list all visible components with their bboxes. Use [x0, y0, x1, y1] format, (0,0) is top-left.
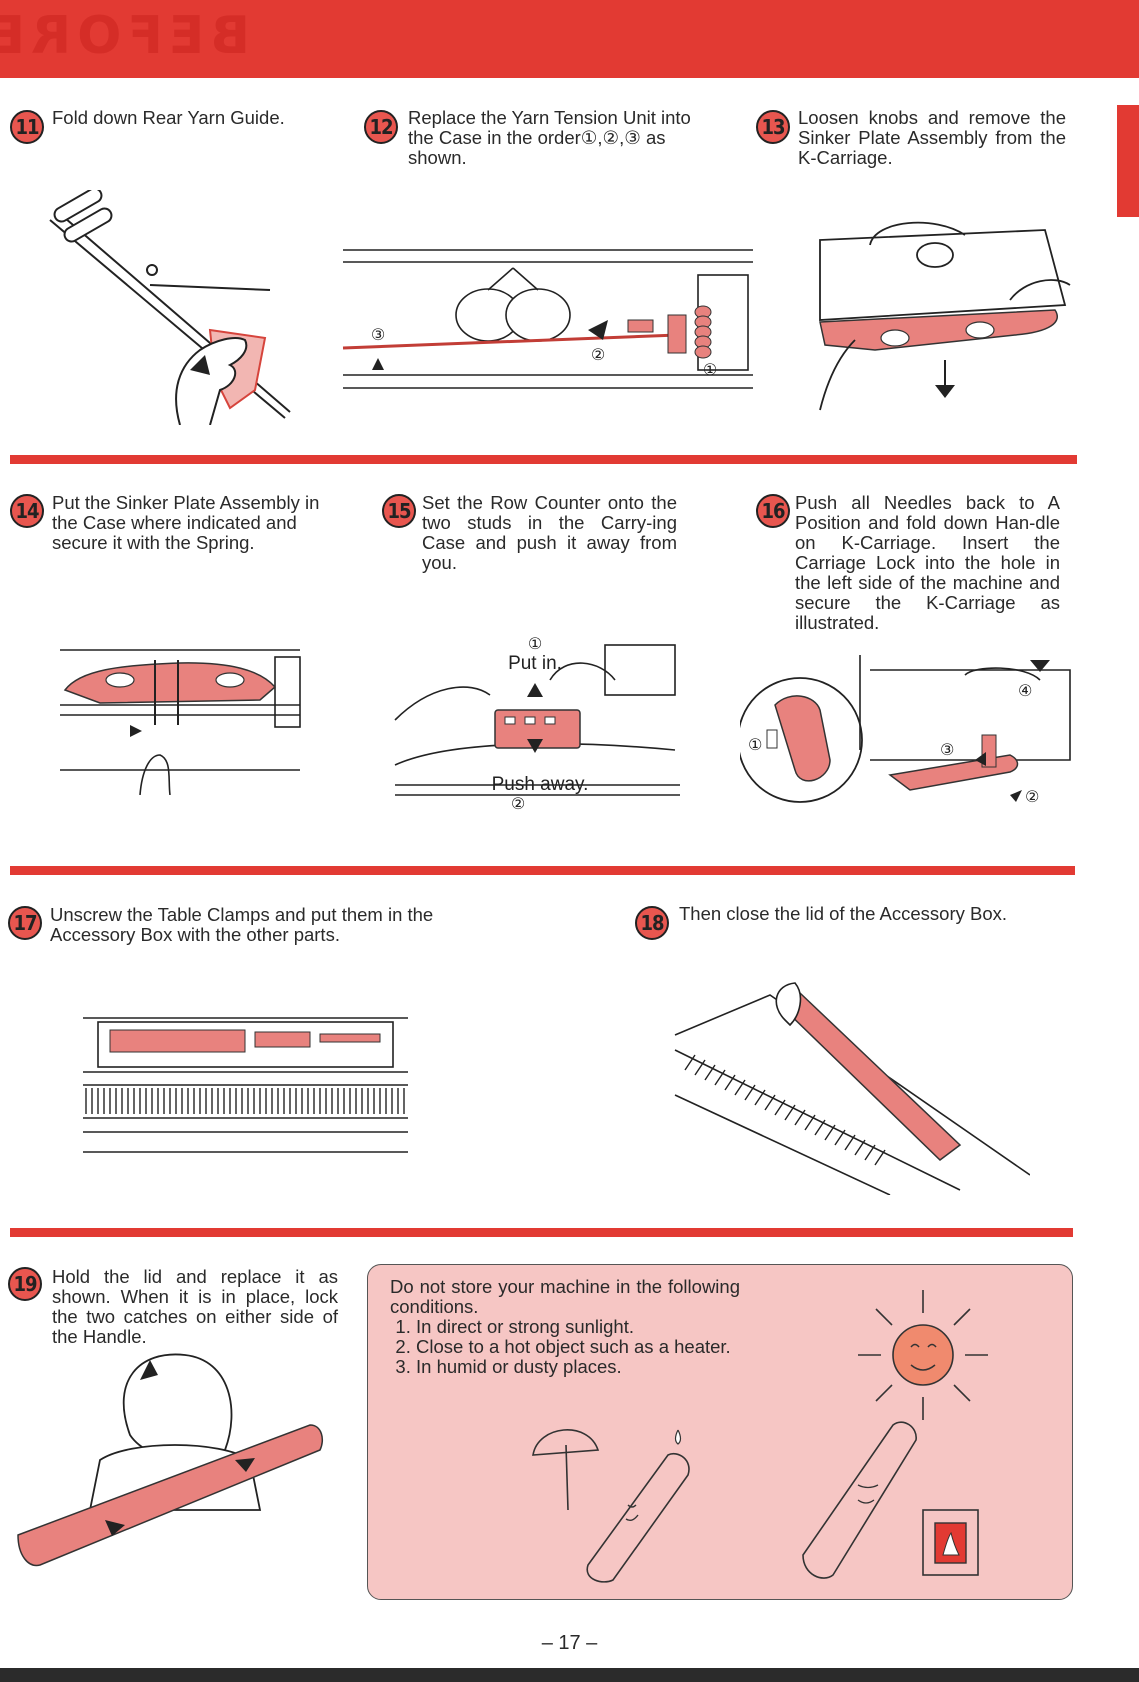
- step-11-text: Fold down Rear Yarn Guide.: [52, 107, 285, 128]
- warning-item: In humid or dusty places.: [416, 1357, 740, 1377]
- step-19-text: Hold the lid and replace it as shown. Wh…: [52, 1266, 338, 1347]
- step-number-17: 17: [8, 906, 42, 940]
- yarn-tension-unit-illustration: ③ ② ①: [342, 249, 753, 389]
- step-18-text: Then close the lid of the Accessory Box.: [679, 903, 1008, 924]
- header-banner: BEFORE STARTING TO KNIT: [0, 0, 1139, 78]
- warning-item: Close to a hot object such as a heater.: [416, 1337, 740, 1357]
- step-15-text: Set the Row Counter onto the two studs i…: [422, 492, 677, 573]
- edge-tab: [1117, 105, 1139, 217]
- needle-bed-hatching: [85, 1088, 405, 1114]
- warning-intro: Do not store your machine in the followi…: [390, 1276, 740, 1317]
- sun-icon: [858, 1290, 988, 1420]
- step-17-text: Unscrew the Table Clamps and put them in…: [50, 904, 434, 945]
- step-number-12: 12: [364, 110, 398, 144]
- warning-list: In direct or strong sunlight. Close to a…: [390, 1317, 740, 1377]
- label-circle-4: ④: [1018, 681, 1032, 700]
- label-push-away: Push away.: [492, 774, 589, 795]
- label-put-in: Put in.: [508, 653, 562, 674]
- sinker-plate-in-case-illustration: [60, 649, 301, 795]
- warning-item: In direct or strong sunlight.: [416, 1317, 740, 1337]
- label-circle-2: ②: [511, 794, 525, 810]
- step-13-text: Loosen knobs and remove the Sinker Plate…: [798, 107, 1066, 168]
- label-circle-1: ①: [703, 360, 717, 379]
- step-number-18: 18: [635, 906, 669, 940]
- step-number-19: 19: [8, 1267, 42, 1301]
- step-12-text: Replace the Yarn Tension Unit into the C…: [408, 107, 691, 168]
- step-number-13: 13: [756, 110, 790, 144]
- bottom-border: [0, 1668, 1139, 1682]
- step-14-text: Put the Sinker Plate Assembly in the Cas…: [52, 492, 320, 553]
- section-divider: [10, 455, 1077, 464]
- warning-text: Do not store your machine in the followi…: [390, 1277, 740, 1377]
- row-counter-illustration: ① Put in. Push away. ②: [394, 635, 680, 810]
- label-circle-3: ③: [940, 740, 954, 759]
- step-number-11: 11: [10, 110, 44, 144]
- carriage-lock-illustration: ① ② ③ ④: [740, 655, 1071, 806]
- accessory-box-illustration: [83, 1017, 408, 1153]
- label-circle-3: ③: [371, 325, 385, 344]
- umbrella-icon: [532, 1429, 690, 1583]
- label-circle-1: ①: [528, 635, 542, 653]
- label-circle-2: ②: [591, 345, 605, 364]
- heater-icon: [802, 1421, 979, 1579]
- section-divider: [10, 1228, 1073, 1237]
- step-number-14: 14: [10, 494, 44, 528]
- label-circle-2: ②: [1025, 787, 1039, 806]
- carrying-case-illustration: [17, 1353, 323, 1567]
- sinker-plate-removal-illustration: [819, 221, 1071, 411]
- step-number-15: 15: [382, 494, 416, 528]
- step-number-16: 16: [756, 494, 790, 528]
- page-title: BEFORE STARTING TO KNIT: [0, 6, 250, 66]
- step-16-text: Push all Needles back to A Position and …: [795, 492, 1060, 633]
- storage-warning-box: Do not store your machine in the followi…: [367, 1264, 1073, 1600]
- close-lid-illustration: [674, 982, 1030, 1195]
- label-circle-1: ①: [748, 735, 762, 754]
- rear-yarn-guide-illustration: [49, 190, 291, 425]
- section-divider: [10, 866, 1075, 875]
- page-number: – 17 –: [541, 1632, 598, 1654]
